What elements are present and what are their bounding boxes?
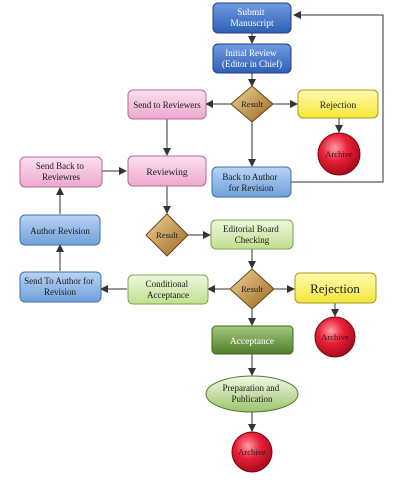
- conditional-acceptance-node: Conditional Acceptance: [127, 274, 209, 305]
- arrow-back-author-to-submit: [291, 11, 384, 183]
- result-3-label: Result: [241, 284, 263, 294]
- svg-text:Conditional Acceptance: Conditional Acceptance: [146, 279, 191, 300]
- rejection-2-node: Rejection: [294, 272, 377, 304]
- svg-text:Back to Author for Revis: Back to Author for Revision: [222, 172, 279, 193]
- result-2-label: Result: [156, 230, 178, 240]
- archive-1-label: Archive: [325, 149, 353, 159]
- back-to-author-label-line1: Back to Author: [222, 172, 277, 182]
- acceptance-node: Acceptance: [211, 325, 294, 355]
- archive-2-circle: Archive: [314, 316, 356, 358]
- send-to-reviewers-node: Send to Reviewers: [127, 89, 207, 120]
- submit-label-line1: Submit: [237, 8, 265, 18]
- svg-text:Initial Review (Editor i: Initial Review (Editor in Chief): [222, 48, 282, 69]
- rejection-2-label: Rejection: [310, 281, 360, 296]
- svg-text:Preparation and Publicat: Preparation and Publication: [223, 383, 282, 404]
- result-2-diamond: Result: [145, 213, 189, 257]
- send-to-author-node: Send To Author for Revision: [19, 271, 102, 303]
- initial-review-node: Initial Review (Editor in Chief): [212, 43, 292, 74]
- back-to-author-label-line2: for Revision: [229, 183, 274, 193]
- rejection-1-node: Rejection: [297, 89, 379, 119]
- acceptance-label: Acceptance: [230, 337, 274, 347]
- editorial-board-node: Editorial Board Checking: [210, 219, 294, 250]
- send-back-to-reviewers-node: Send Back to Reviewres: [19, 156, 103, 188]
- svg-text:Editorial Board Checking: Editorial Board Checking: [223, 224, 281, 245]
- result-1-diamond: Result: [230, 85, 274, 123]
- archive-3-circle: Archive: [231, 431, 273, 473]
- send-to-author-label-line2: Revision: [44, 287, 77, 297]
- result-3-diamond: Result: [229, 268, 275, 310]
- reviewing-label: Reviewing: [146, 168, 187, 178]
- author-revision-label: Author Revision: [30, 226, 90, 236]
- archive-1-circle: Archive: [317, 132, 361, 176]
- submit-label-line2: Manuscript: [230, 19, 274, 29]
- archive-3-label: Archive: [238, 447, 266, 457]
- svg-text:Send To Author for Revis: Send To Author for Revision: [24, 276, 96, 297]
- preparation-node: Preparation and Publication: [205, 375, 299, 413]
- initial-review-label-line1: Initial Review: [225, 48, 277, 58]
- submit-manuscript-node: Submit Manuscript: [212, 2, 292, 34]
- conditional-label-line2: Acceptance: [147, 290, 189, 300]
- send-to-author-label-line1: Send To Author for: [24, 276, 93, 286]
- preparation-label-line2: Publication: [232, 394, 273, 404]
- svg-text:Send Back to Reviewres: Send Back to Reviewres: [36, 161, 86, 182]
- send-back-label-line2: Reviewres: [42, 172, 80, 182]
- send-back-label-line1: Send Back to: [36, 161, 84, 171]
- back-to-author-node: Back to Author for Revision: [211, 166, 292, 198]
- archive-2-label: Archive: [321, 332, 349, 342]
- rejection-1-label: Rejection: [320, 101, 357, 111]
- editorial-board-label-line2: Checking: [235, 235, 270, 245]
- preparation-label-line1: Preparation and: [223, 383, 280, 393]
- initial-review-label-line2: (Editor in Chief): [222, 59, 282, 69]
- reviewing-node: Reviewing: [127, 155, 207, 187]
- editorial-board-label-line1: Editorial Board: [223, 224, 279, 234]
- conditional-label-line1: Conditional: [146, 279, 189, 289]
- send-to-reviewers-label: Send to Reviewers: [133, 100, 201, 110]
- svg-text:Submit Manuscript: Submit Manuscript: [230, 8, 274, 29]
- author-revision-node: Author Revision: [19, 214, 101, 246]
- connectors: [56, 11, 384, 432]
- result-1-label: Result: [241, 99, 263, 109]
